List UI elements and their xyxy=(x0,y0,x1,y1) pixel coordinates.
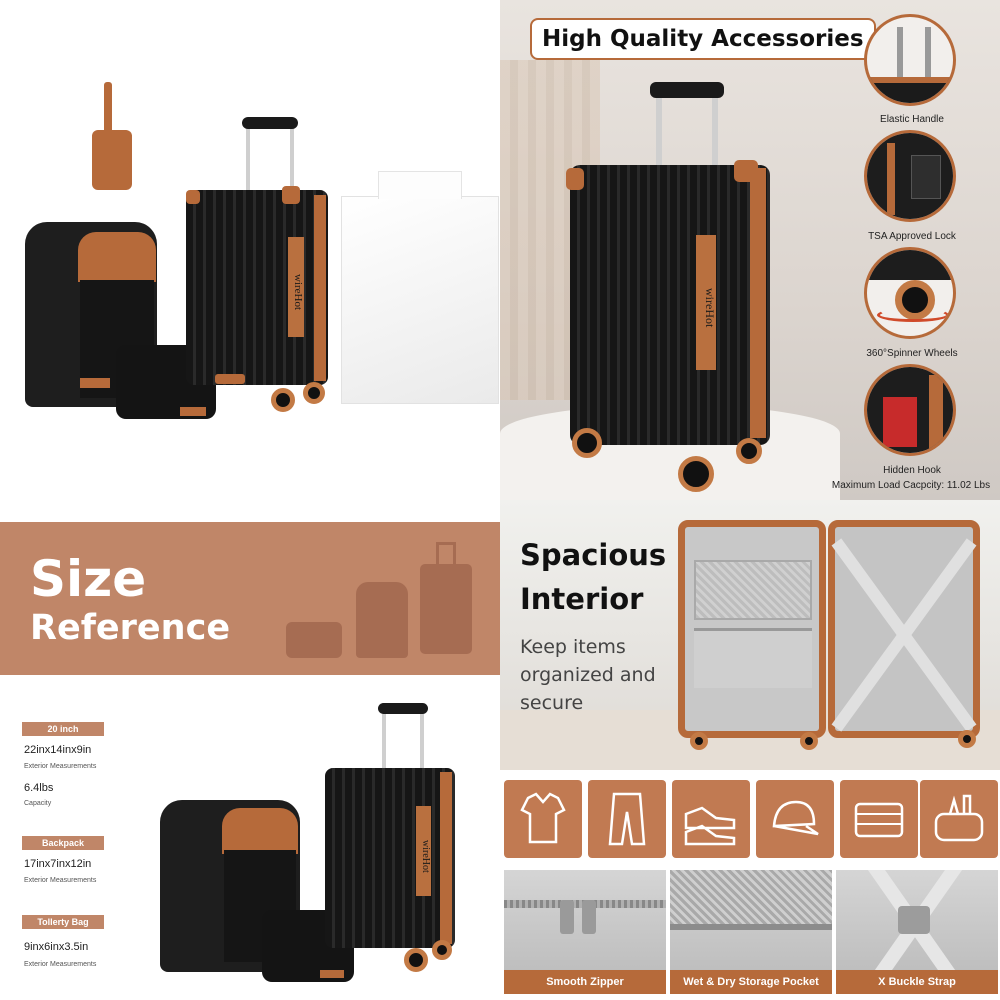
cap-icon xyxy=(756,780,834,858)
detail-caption: X Buckle Strap xyxy=(836,970,998,994)
size-title: Size xyxy=(30,550,147,608)
luggage-tag-strap xyxy=(104,82,112,134)
silhouette-handle xyxy=(436,542,456,566)
interior-panel: Spacious Interior Keep items organized a… xyxy=(500,500,1000,1000)
suitcase-corner-left xyxy=(566,168,584,190)
suitcase-grip xyxy=(650,82,724,98)
brand-label: wireHot xyxy=(416,806,431,896)
elastic-handle-photo xyxy=(864,14,956,106)
backpack-trim xyxy=(222,808,298,854)
suitcase-wheel xyxy=(432,940,452,960)
storage-pocket-detail: Wet & Dry Storage Pocket xyxy=(670,870,832,994)
backpack-badge xyxy=(80,378,110,388)
detail-caption: Wet & Dry Storage Pocket xyxy=(670,970,832,994)
interior-title-line1: Spacious xyxy=(520,538,667,572)
silhouette-suitcase xyxy=(420,564,472,654)
suitcase-wheel xyxy=(678,456,714,492)
buckle-strap-detail: X Buckle Strap xyxy=(836,870,998,994)
size-banner xyxy=(0,522,500,675)
suitcase-grip xyxy=(242,117,298,129)
luggage-tag xyxy=(92,130,132,190)
spec-value: 17inx7inx12in xyxy=(24,858,92,870)
feature-label: Elastic Handle xyxy=(880,114,944,125)
feature-label: 360°Spinner Wheels xyxy=(866,348,958,359)
suitcase-wheel xyxy=(690,732,708,750)
suitcase-wheel xyxy=(303,382,325,404)
spec-tag: Backpack xyxy=(22,836,104,850)
suitcase-handle-right xyxy=(712,95,718,170)
suitcase-side-trim xyxy=(750,168,766,438)
brand-label: wireHot xyxy=(696,235,717,370)
feature-label: Hidden Hook xyxy=(883,465,941,476)
accessories-panel: High Quality Accessories wireHot Elastic… xyxy=(500,0,1000,500)
tsa-lock-photo xyxy=(864,130,956,222)
spec-caption: Exterior Measurements xyxy=(24,763,97,770)
protective-cover xyxy=(341,196,499,404)
feature-label: TSA Approved Lock xyxy=(868,231,956,242)
spec-value: 9inx6inx3.5in xyxy=(24,941,89,953)
detail-caption: Smooth Zipper xyxy=(504,970,666,994)
interior-title-line2: Interior xyxy=(520,582,644,616)
suitcase-foot xyxy=(215,374,245,384)
spec-tag: 20 inch xyxy=(22,722,104,736)
suitcase-corner-right xyxy=(734,160,758,182)
zipper-detail: Smooth Zipper xyxy=(504,870,666,994)
suitcase-handle-right xyxy=(420,710,424,772)
shirt-icon xyxy=(504,780,582,858)
hidden-hook-photo xyxy=(864,364,956,456)
product-set-panel: wireHot xyxy=(0,0,500,500)
suitcase-body xyxy=(325,768,455,948)
suitcase-grip xyxy=(378,703,428,714)
interior-sub-line3: secure xyxy=(520,692,584,714)
spec-caption: Exterior Measurements xyxy=(24,961,97,968)
suitcase-wheel xyxy=(572,428,602,458)
suitcase-handle-right xyxy=(290,125,294,195)
accessories-title: High Quality Accessories xyxy=(530,18,876,60)
protective-cover-notch xyxy=(378,171,462,199)
suitcase-handle-left xyxy=(382,710,386,772)
reference-title: Reference xyxy=(30,608,231,648)
suitcase-handle-left xyxy=(246,125,250,195)
suitcase-side-trim xyxy=(314,195,326,381)
suitcase-wheel xyxy=(958,730,976,748)
suitcase-side-trim xyxy=(440,772,452,944)
spec-caption: Exterior Measurements xyxy=(24,877,97,884)
spec-value: 22inx14inx9in xyxy=(24,744,92,756)
suitcase-wheel xyxy=(404,948,428,972)
brand-label: wireHot xyxy=(288,237,304,337)
mesh-pocket xyxy=(694,560,812,620)
suitcase-wheel xyxy=(271,388,295,412)
silhouette-bag xyxy=(286,622,342,658)
suitcase-wheel xyxy=(800,732,818,750)
toiletry-bag-badge xyxy=(320,970,344,978)
suitcase-body xyxy=(186,190,328,385)
interior-sub-line2: organized and xyxy=(520,664,656,686)
towel-icon xyxy=(840,780,918,858)
shoes-icon xyxy=(672,780,750,858)
interior-sub-line1: Keep items xyxy=(520,636,626,658)
size-reference-panel: Size Reference 20 inch 22inx14inx9in Ext… xyxy=(0,500,500,1000)
suitcase-body xyxy=(570,165,770,445)
spec-value: 6.4lbs xyxy=(24,782,54,794)
silhouette-backpack xyxy=(356,582,408,658)
zipper-pocket xyxy=(694,628,812,688)
spinner-wheels-photo xyxy=(864,247,956,339)
suitcase-handle-left xyxy=(656,95,662,170)
toiletries-icon xyxy=(920,780,998,858)
toiletry-bag-badge xyxy=(180,407,206,416)
suitcase-wheel xyxy=(736,438,762,464)
suitcase-corner-left xyxy=(186,190,200,204)
max-load-text: Maximum Load Cacpcity: 11.02 Lbs xyxy=(831,480,991,491)
suitcase-corner-right xyxy=(282,186,300,204)
spec-tag: Tollerty Bag xyxy=(22,915,104,929)
backpack-trim xyxy=(78,232,156,282)
spec-caption: Capacity xyxy=(24,800,52,807)
pants-icon xyxy=(588,780,666,858)
